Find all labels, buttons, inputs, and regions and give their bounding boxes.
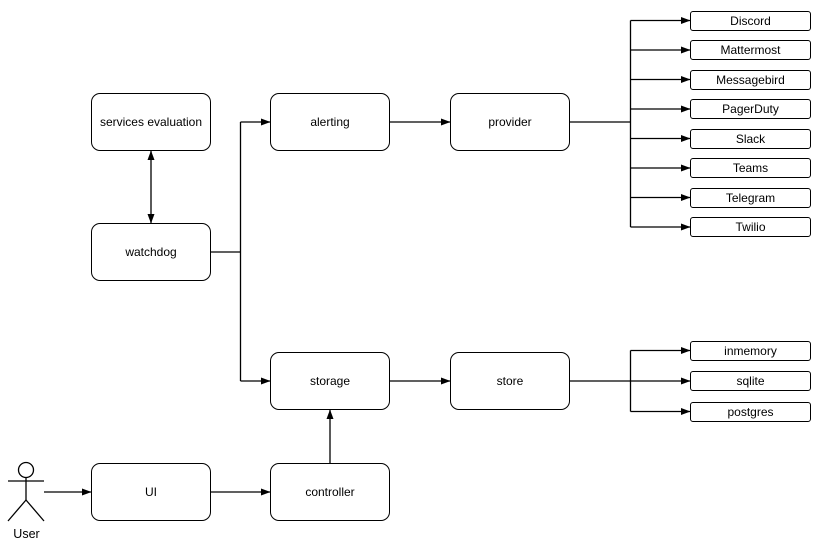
leaf-slack[interactable]: Slack — [690, 128, 811, 149]
leaf-inmemory[interactable]: inmemory — [690, 340, 811, 361]
node-watchdog[interactable]: watchdog — [91, 223, 211, 281]
leaf-mattermost[interactable]: Mattermost — [690, 40, 811, 60]
node-services-evaluation[interactable]: services evaluation — [91, 93, 211, 151]
leaf-pagerduty[interactable]: PagerDuty — [690, 99, 811, 119]
leaf-twilio[interactable]: Twilio — [690, 217, 811, 237]
node-controller[interactable]: controller — [270, 463, 390, 521]
node-provider[interactable]: provider — [450, 93, 570, 151]
node-alerting[interactable]: alerting — [270, 93, 390, 151]
user-actor-icon[interactable] — [7, 461, 45, 522]
leaf-teams[interactable]: Teams — [690, 158, 811, 178]
leaf-telegram[interactable]: Telegram — [690, 187, 811, 208]
node-store[interactable]: store — [450, 352, 570, 410]
node-storage[interactable]: storage — [270, 352, 390, 410]
leaf-postgres[interactable]: postgres — [690, 401, 811, 422]
leaf-discord[interactable]: Discord — [690, 10, 811, 31]
leaf-sqlite[interactable]: sqlite — [690, 371, 811, 391]
leaf-messagebird[interactable]: Messagebird — [690, 69, 811, 90]
node-ui[interactable]: UI — [91, 463, 211, 521]
user-actor-label: User — [13, 527, 40, 541]
